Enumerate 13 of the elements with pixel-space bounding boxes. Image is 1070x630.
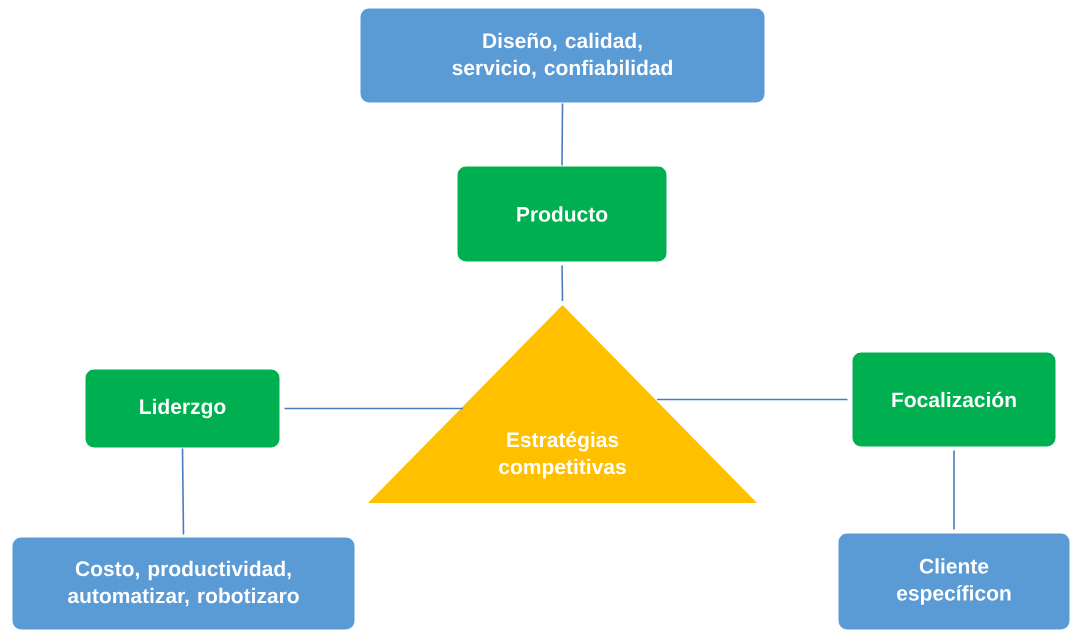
connector-line (561, 264, 564, 302)
connector-line (561, 102, 564, 167)
connector-line (283, 407, 464, 410)
strategy-box: Producto (456, 165, 668, 263)
connector-line (953, 449, 955, 531)
connector-line (181, 447, 185, 536)
strategy-box: Focalización (851, 351, 1057, 448)
connector-line (656, 398, 849, 401)
strategy-box: Liderzgo (84, 368, 281, 449)
description-box: Costo, productividad, automatizar, robotizaro (11, 536, 356, 630)
strategy-triangle: Estratégias competitivas (368, 305, 757, 503)
description-box: Cliente específicon (837, 532, 1070, 630)
description-box: Diseño, calidad, servicio, confiabilidad (359, 7, 766, 104)
